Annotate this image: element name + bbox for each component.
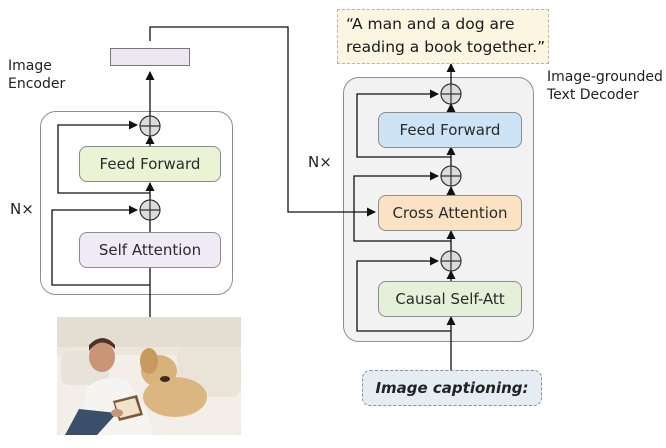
decoder-repeat-label: N×	[308, 153, 332, 171]
encoder-feed-forward-block: Feed Forward	[79, 146, 221, 182]
output-caption-line2: reading a book together.”	[346, 38, 546, 56]
decoder-title-line1: Image-grounded	[547, 69, 663, 85]
output-caption-line1: “A man and a dog are	[346, 15, 515, 33]
man-and-dog-photo	[57, 317, 241, 435]
encoder-repeat-label: N×	[10, 200, 34, 218]
encoder-self-attention-block: Self Attention	[79, 232, 221, 268]
encoder-title: Image Encoder	[8, 57, 65, 93]
input-image	[57, 317, 241, 435]
decoder-title: Image-grounded Text Decoder	[547, 68, 663, 104]
encoder-title-line2: Encoder	[8, 76, 66, 92]
encoder-title-line1: Image	[8, 58, 52, 74]
cross-attention-block: Cross Attention	[378, 195, 522, 231]
input-prompt-box: Image captioning:	[362, 370, 542, 406]
causal-self-att-block: Causal Self-Att	[378, 281, 522, 317]
output-caption-box: “A man and a dog are reading a book toge…	[337, 9, 549, 64]
decoder-title-line2: Text Decoder	[547, 87, 639, 103]
encoder-output-bar	[110, 48, 190, 66]
decoder-feed-forward-block: Feed Forward	[378, 112, 522, 148]
